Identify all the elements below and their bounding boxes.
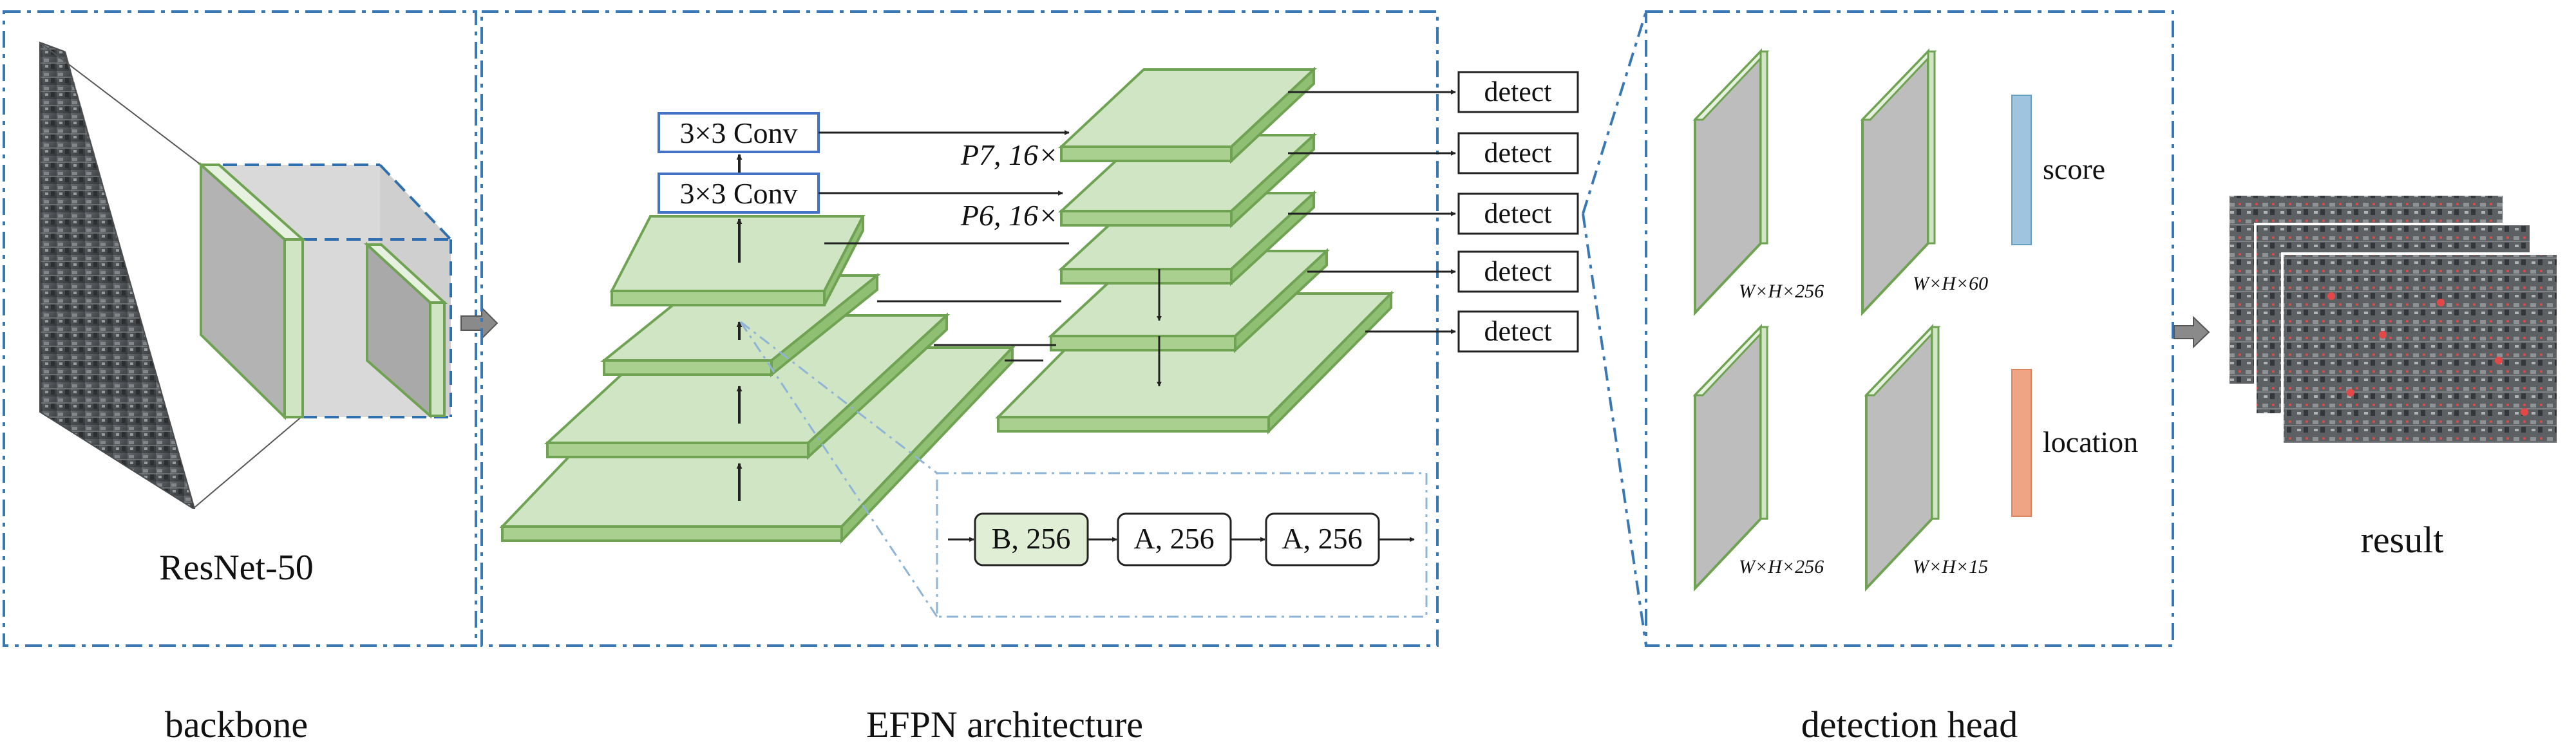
head-dims-bottom-2: W×H×15 [1913, 556, 1988, 577]
head-caption: detection head [1801, 704, 2018, 745]
backbone-network-label: ResNet-50 [159, 548, 314, 588]
p7-label: P7, 16× [960, 138, 1058, 171]
block-inset [936, 472, 1428, 618]
conv-box-bottom [658, 173, 820, 214]
backbone-caption: backbone [165, 704, 308, 745]
conv-bottom-label: 3×3 Conv [679, 177, 797, 210]
result-image [2281, 252, 2559, 445]
detect-box [1457, 192, 1579, 235]
flow-arrow [460, 306, 498, 341]
detect-label: detect [1484, 256, 1551, 287]
pyramid-right [995, 66, 1394, 435]
input-image [40, 42, 194, 509]
detect-box [1457, 250, 1579, 293]
p6-label: P6, 16× [960, 199, 1058, 232]
zoom-guide [739, 321, 938, 617]
head-dims-top-1: W×H×256 [1739, 281, 1824, 302]
head-frame [1645, 10, 2174, 647]
efpn-caption: EFPN architecture [866, 704, 1143, 745]
flow-arrow [2174, 315, 2210, 349]
projection-line [39, 42, 202, 165]
detect-boxes: detect detect detect detect detect [1457, 71, 1579, 353]
result-caption: result [2361, 519, 2444, 561]
block-a2-label: A, 256 [1282, 522, 1362, 555]
block-b-label: B, 256 [992, 522, 1071, 555]
score-bar [2011, 95, 2032, 245]
score-label: score [2043, 153, 2105, 185]
detect-box [1457, 310, 1579, 353]
detect-label: detect [1484, 315, 1551, 347]
block-a1-label: A, 256 [1133, 522, 1214, 555]
detect-box [1457, 71, 1579, 113]
conv-box-top [658, 112, 820, 153]
detect-label: detect [1484, 198, 1551, 229]
head-dims-top-2: W×H×60 [1913, 273, 1988, 294]
result-images [2227, 193, 2559, 445]
head-zoom-line [1582, 11, 1647, 214]
backbone-frame [3, 10, 477, 647]
zoom-guide [740, 321, 938, 474]
head-dims-bottom-1: W×H×256 [1739, 556, 1824, 577]
head-zoom-line [1582, 213, 1647, 646]
pyramid-left [499, 215, 1016, 544]
detect-label: detect [1484, 76, 1551, 108]
detect-label: detect [1484, 137, 1551, 169]
detect-box [1457, 132, 1579, 174]
location-bar [2011, 369, 2032, 517]
projection-line [193, 415, 303, 509]
efpn-frame [480, 10, 1439, 647]
conv-top-label: 3×3 Conv [679, 117, 797, 149]
head-feature-maps [1692, 48, 1941, 592]
location-label: location [2043, 425, 2138, 458]
